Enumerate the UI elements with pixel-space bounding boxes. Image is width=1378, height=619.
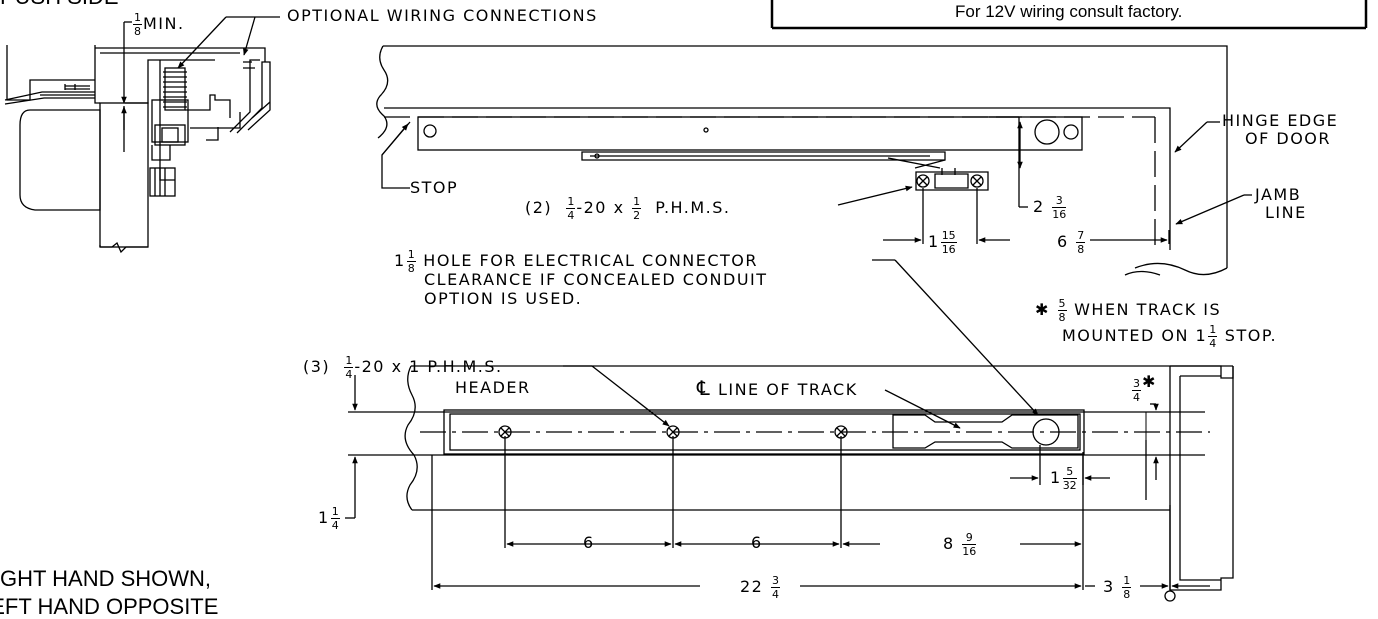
star-icon: ✱: [1035, 300, 1050, 319]
push-side-label: PUSH SIDE: [0, 0, 119, 8]
section-view: [4, 16, 280, 254]
centerline-icon: ℄: [697, 376, 712, 400]
stop-label: STOP: [410, 178, 459, 197]
hinge-edge-label-1: HINGE EDGE: [1222, 111, 1339, 130]
hand-note-line2: LEFT HAND OPPOSITE: [0, 594, 219, 619]
hand-note-line1: RIGHT HAND SHOWN,: [0, 566, 212, 591]
door-view: [376, 45, 1252, 276]
dim-6-middle: 6: [751, 533, 763, 552]
jamb-label-2: LINE: [1265, 203, 1307, 222]
wiring-coil: [163, 67, 187, 111]
wiring-note-box: [770, 0, 1368, 30]
optional-wiring-label: OPTIONAL WIRING CONNECTIONS: [287, 6, 598, 25]
hole-note-line3: OPTION IS USED.: [424, 289, 583, 308]
jamb-label-1: JAMB: [1255, 185, 1302, 204]
header-label: HEADER: [455, 378, 531, 397]
dim-6-left: 6: [583, 533, 595, 552]
centerline-label: ℄ LINE OF TRACK: [697, 376, 858, 400]
hinge-edge-label-2: OF DOOR: [1245, 129, 1332, 148]
wiring-note-text: For 12V wiring consult factory.: [955, 2, 1183, 21]
track-view: [345, 365, 1234, 602]
hole-note-line2: CLEARANCE IF CONCEALED CONDUIT: [424, 270, 768, 289]
